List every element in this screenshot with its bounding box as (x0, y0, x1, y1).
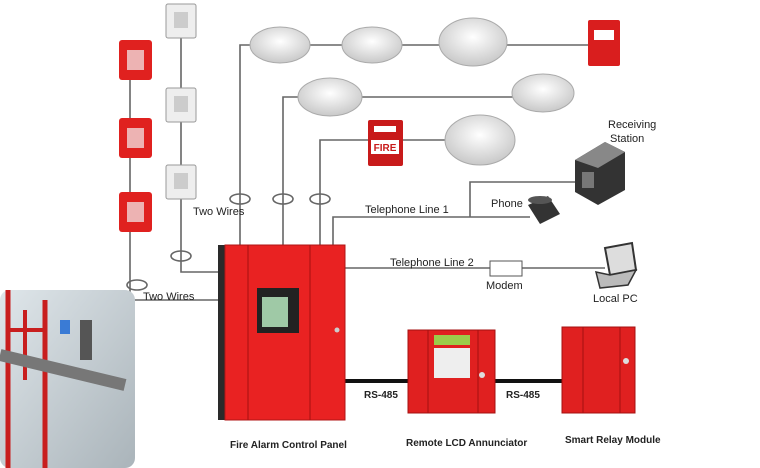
two-wires-label: Two Wires (143, 291, 195, 303)
strobe-icon (119, 192, 152, 232)
remote-lcd-annunciator (407, 329, 496, 414)
telephone-line-2-label: Telephone Line 2 (390, 257, 474, 269)
pull-station-text: FIRE (374, 143, 397, 154)
wire-pair-marker (309, 193, 331, 205)
rs485-label: RS-485 (364, 390, 398, 401)
local-pc-label: Local PC (593, 293, 638, 305)
phone-label: Phone (491, 198, 523, 210)
telephone-line-1-label: Telephone Line 1 (365, 204, 449, 216)
receiving-station-icon (575, 142, 625, 205)
wire-pair-marker (229, 193, 251, 205)
installation-photo (0, 290, 135, 468)
two-wires-label: Two Wires (193, 206, 245, 218)
smart-relay-module-label: Smart Relay Module (565, 435, 661, 446)
wire-pair-marker (170, 250, 192, 262)
receiving-station-label: Receiving (608, 119, 656, 131)
remote-lcd-annunciator-label: Remote LCD Annunciator (406, 438, 527, 449)
wire-pair-marker (272, 193, 294, 205)
smoke-detector-icon (341, 26, 403, 64)
speaker-icon (165, 3, 197, 39)
fire-alarm-control-panel (218, 244, 346, 421)
rs485-label: RS-485 (506, 390, 540, 401)
laptop-icon (594, 241, 638, 289)
speaker-icon (165, 87, 197, 123)
smoke-detector-icon (444, 114, 516, 166)
strobe-icon (119, 40, 152, 80)
smoke-detector-icon (249, 26, 311, 64)
receiving-station-label: Station (610, 133, 644, 145)
modem-box (489, 260, 523, 277)
pull-station-icon (588, 20, 620, 66)
pull-station-icon: FIRE (368, 120, 403, 166)
horn-strobes (119, 40, 152, 232)
smoke-detector-icon (297, 77, 363, 117)
smart-relay-module (561, 326, 636, 414)
fire-alarm-control-panel-label: Fire Alarm Control Panel (230, 440, 347, 451)
wiring (126, 20, 605, 383)
speaker-strobes (165, 3, 197, 200)
modem-label: Modem (486, 280, 523, 292)
speaker-icon (165, 164, 197, 200)
strobe-icon (119, 118, 152, 158)
smoke-detector-icon (511, 73, 575, 113)
smoke-detectors (249, 17, 575, 166)
smoke-detector-icon (438, 17, 508, 67)
wire-pair-marker (126, 279, 148, 291)
phone-icon (528, 196, 560, 224)
